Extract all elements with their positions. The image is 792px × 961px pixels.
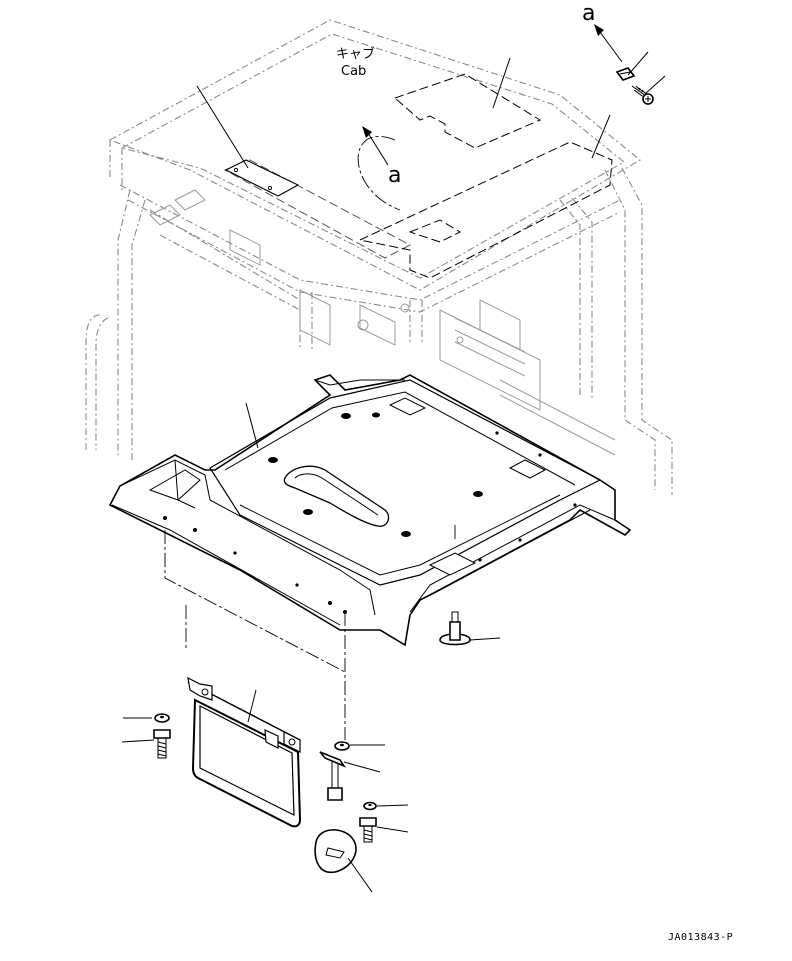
view-arrow-mid bbox=[362, 126, 389, 166]
cab-label-jp: キャブ bbox=[336, 46, 375, 62]
clip bbox=[439, 611, 471, 646]
sun-visor bbox=[187, 676, 302, 828]
bolt-left bbox=[153, 729, 171, 759]
screw-lower bbox=[359, 817, 377, 843]
leader-lines bbox=[121, 51, 666, 893]
screw-top bbox=[631, 85, 654, 105]
view-label-mid: a bbox=[388, 163, 401, 188]
fasteners bbox=[153, 67, 654, 874]
view-arrow-top bbox=[594, 24, 623, 63]
cab-frame-ghost bbox=[85, 19, 673, 495]
assembly-lines bbox=[164, 525, 456, 740]
washer-top bbox=[615, 67, 636, 81]
roof-panels bbox=[224, 73, 613, 279]
roof-headliner bbox=[108, 374, 632, 647]
cab-label-en: Cab bbox=[341, 64, 366, 79]
drawing-number: JA013843-P bbox=[668, 932, 733, 943]
cover-cap bbox=[314, 829, 357, 874]
visor-hook bbox=[319, 751, 347, 801]
view-label-top: a bbox=[582, 1, 595, 26]
